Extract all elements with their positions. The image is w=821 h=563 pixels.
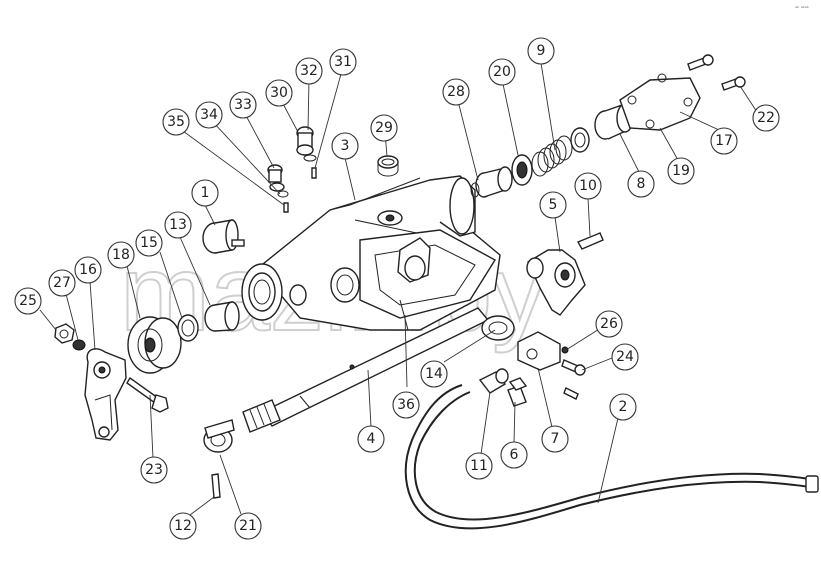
svg-text:17: 17 (715, 133, 733, 149)
callout-9: 9 (527, 37, 555, 65)
callout-11: 11 (465, 452, 493, 480)
callout-25: 25 (14, 287, 42, 315)
svg-text:31: 31 (334, 54, 352, 70)
svg-text:9: 9 (537, 43, 546, 59)
callout-12: 12 (169, 512, 197, 540)
svg-text:19: 19 (672, 163, 690, 179)
callout-19: 19 (667, 157, 695, 185)
svg-text:23: 23 (145, 462, 163, 478)
svg-text:32: 32 (300, 63, 318, 79)
callout-33: 33 (229, 91, 257, 119)
parts-drawing (54, 54, 819, 530)
callouts: 1 2 3 4 5 6 7 8 9 10 11 12 13 14 15 16 1… (14, 37, 780, 540)
svg-text:36: 36 (397, 397, 415, 413)
svg-text:18: 18 (112, 247, 130, 263)
callout-18: 18 (107, 241, 135, 269)
svg-text:5: 5 (549, 197, 558, 213)
svg-text:8: 8 (637, 176, 646, 192)
callout-30: 30 (265, 79, 293, 107)
callout-20: 20 (488, 58, 516, 86)
callout-21: 21 (234, 512, 262, 540)
svg-text:2: 2 (619, 399, 628, 415)
svg-text:22: 22 (757, 110, 775, 126)
svg-text:35: 35 (167, 114, 185, 130)
svg-text:15: 15 (140, 235, 158, 251)
callout-7: 7 (541, 425, 569, 453)
svg-text:14: 14 (425, 366, 443, 382)
svg-text:28: 28 (447, 84, 465, 100)
svg-text:26: 26 (600, 316, 618, 332)
svg-text:13: 13 (169, 217, 187, 233)
svg-text:33: 33 (234, 97, 252, 113)
callout-32: 32 (295, 57, 323, 85)
svg-text:20: 20 (493, 64, 511, 80)
corner-mark: ᵃᵇ ᵃᵇᵃᵇ (795, 6, 809, 12)
callout-28: 28 (442, 78, 470, 106)
callout-23: 23 (140, 456, 168, 484)
svg-text:24: 24 (616, 349, 634, 365)
callout-29: 29 (370, 114, 398, 142)
callout-13: 13 (164, 211, 192, 239)
callout-26: 26 (595, 310, 623, 338)
svg-text:6: 6 (510, 447, 519, 463)
svg-text:34: 34 (200, 107, 218, 123)
callout-27: 27 (48, 269, 76, 297)
svg-text:10: 10 (579, 178, 597, 194)
callout-6: 6 (500, 441, 528, 469)
svg-text:12: 12 (174, 518, 192, 534)
callout-3: 3 (331, 132, 359, 160)
svg-text:25: 25 (19, 293, 37, 309)
callout-1: 1 (191, 179, 219, 207)
svg-text:21: 21 (239, 518, 257, 534)
callout-15: 15 (135, 229, 163, 257)
callout-31: 31 (329, 48, 357, 76)
svg-text:11: 11 (470, 458, 488, 474)
svg-text:29: 29 (375, 120, 393, 136)
svg-text:7: 7 (551, 431, 560, 447)
callout-34: 34 (195, 101, 223, 129)
callout-17: 17 (710, 127, 738, 155)
callout-16: 16 (74, 256, 102, 284)
svg-text:3: 3 (341, 138, 350, 154)
callout-8: 8 (627, 170, 655, 198)
callout-14: 14 (420, 360, 448, 388)
callout-2: 2 (609, 393, 637, 421)
svg-text:27: 27 (53, 275, 71, 291)
callout-10: 10 (574, 172, 602, 200)
callout-22: 22 (752, 104, 780, 132)
callout-5: 5 (539, 191, 567, 219)
svg-text:4: 4 (367, 431, 376, 447)
callout-35: 35 (162, 108, 190, 136)
callout-36: 36 (392, 391, 420, 419)
svg-text:16: 16 (79, 262, 97, 278)
callout-24: 24 (611, 343, 639, 371)
callout-4: 4 (357, 425, 385, 453)
svg-text:1: 1 (201, 185, 210, 201)
svg-text:30: 30 (270, 85, 288, 101)
